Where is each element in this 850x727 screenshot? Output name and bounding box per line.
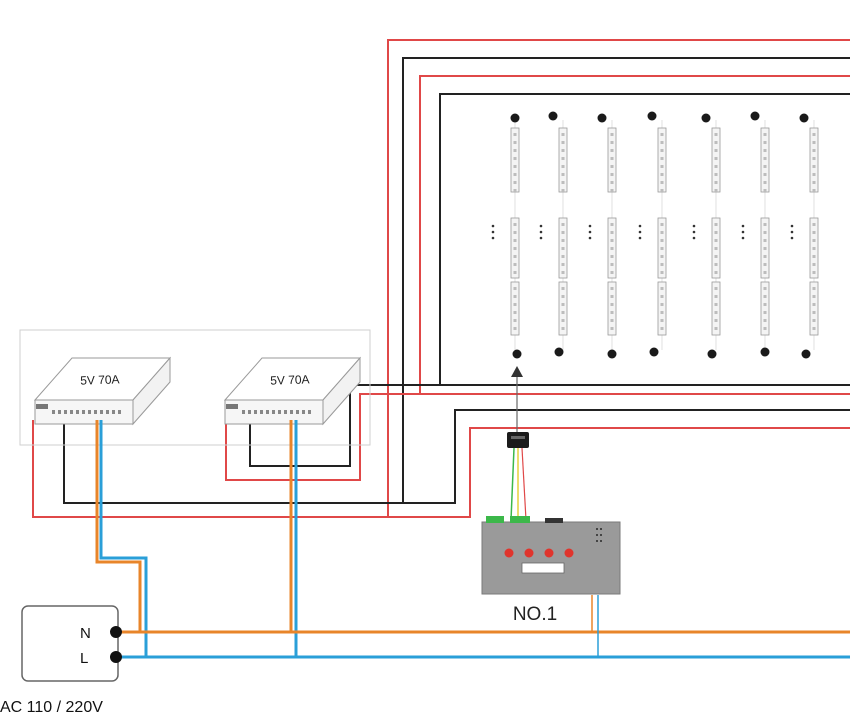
led-strips [491, 111, 819, 359]
ac-source-box [21, 605, 119, 682]
black-pixel-connector-icon [799, 113, 809, 123]
controller-terminal-block-1 [486, 516, 504, 523]
data-wire-red [521, 447, 527, 521]
black-pixel-connector-icon [554, 347, 564, 357]
signal-path [507, 366, 529, 521]
amplifier-detail [511, 436, 525, 439]
led-strip [588, 113, 617, 359]
led-strip [638, 111, 667, 357]
black-pixel-connector-icon [649, 347, 659, 357]
lower-negative-wire [403, 409, 850, 504]
outer-negative-wire [63, 57, 850, 504]
led-strip [491, 113, 522, 359]
psu-1-label: 5V 70A [80, 372, 120, 387]
ac-source: N L AC 110 / 220V [0, 605, 122, 716]
controller-button-1[interactable] [504, 548, 514, 558]
arrow-up-icon [511, 366, 523, 377]
led-strip [741, 111, 770, 357]
controller-button-3[interactable] [544, 548, 554, 558]
panel-frame-wires [32, 39, 850, 518]
psu-1-badge [36, 404, 48, 409]
signal-amplifier-icon [507, 432, 529, 448]
black-pixel-connector-icon [510, 113, 520, 123]
psu-1-neutral-drop [95, 420, 142, 632]
controller-port [545, 518, 563, 523]
neutral-label: N [80, 625, 91, 642]
black-pixel-connector-icon [607, 349, 617, 359]
led-strip [539, 111, 568, 357]
led-strip [790, 113, 819, 359]
controller-name: NO.1 [513, 604, 557, 625]
black-pixel-connector-icon [647, 111, 657, 121]
black-pixel-connector-icon [512, 349, 522, 359]
data-wire-green [510, 447, 515, 521]
psu-2-badge [226, 404, 238, 409]
power-supply-2: 5V 70A [223, 356, 362, 426]
psu-1-terminals [52, 410, 121, 414]
led-strip [692, 113, 721, 359]
controller-button-2[interactable] [524, 548, 534, 558]
power-supply-enclosure [19, 329, 371, 446]
neutral-terminal-icon [110, 626, 122, 638]
black-pixel-connector-icon [760, 347, 770, 357]
black-pixel-connector-icon [701, 113, 711, 123]
power-supply-1: 5V 70A [33, 356, 172, 426]
ac-mains-wires [95, 420, 850, 659]
psu-2-terminals [242, 410, 311, 414]
controller: NO.1 [481, 516, 621, 625]
line-label: L [80, 650, 88, 667]
ac-voltage-label: AC 110 / 220V [0, 699, 103, 716]
black-pixel-connector-icon [548, 111, 558, 121]
black-pixel-connector-icon [597, 113, 607, 123]
psu-2-label: 5V 70A [270, 372, 310, 387]
controller-terminal-block-2 [510, 516, 530, 523]
black-pixel-connector-icon [801, 349, 811, 359]
psu-1-line-drop [99, 420, 148, 657]
controller-button-4[interactable] [564, 548, 574, 558]
controller-body [481, 521, 621, 595]
inner-positive-wire [225, 75, 850, 481]
black-pixel-connector-icon [750, 111, 760, 121]
line-terminal-icon [110, 651, 122, 663]
controller-display [521, 562, 565, 574]
black-pixel-connector-icon [707, 349, 717, 359]
lower-positive-wire [388, 427, 850, 518]
psu-2-front [224, 399, 324, 425]
controller-pins [596, 528, 602, 542]
